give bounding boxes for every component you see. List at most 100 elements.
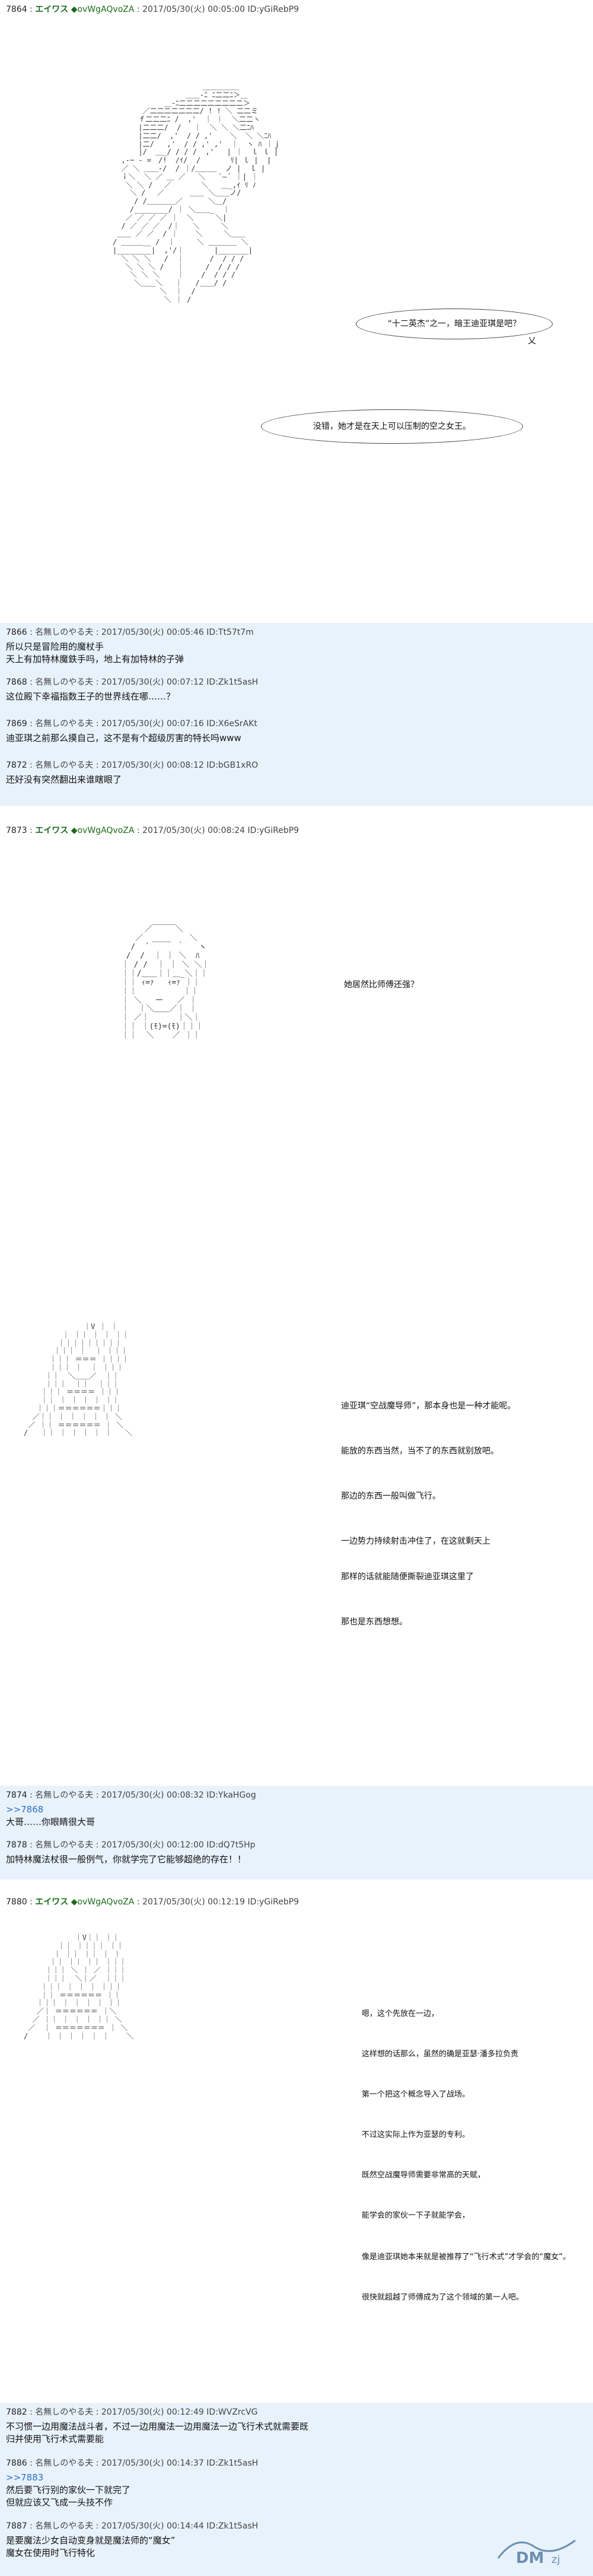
post-id: ID:dQ7t5Hp [206, 1840, 256, 1850]
watermark-sub: zj [551, 2553, 560, 2566]
post-number: 7882 [6, 2408, 27, 2417]
post-line: 天上有加特林魔鉄手吗，地上有加特林的子弹 [6, 654, 184, 664]
post-number: 7878 [6, 1840, 27, 1850]
post-header: 7882 : 名無しのやる夫 : 2017/05/30(火) 00:12:49 … [6, 2408, 258, 2417]
post-date: 2017/05/30(火) 00:05:00 [142, 5, 246, 14]
speech-bubble: 没错，她才是在天上可以压制的空之女王。 [261, 409, 523, 444]
post-line: 迪亚琪之前那么摸自己，这不是有个超级厉害的特长吗www [6, 733, 241, 743]
post-number: 7869 [6, 719, 27, 729]
post-7864: 7864 : エイワス ◆ovWgAQvoZA : 2017/05/30(火) … [0, 4, 593, 15]
quote-link[interactable]: >>7868 [6, 1804, 44, 1815]
post-line: 大哥……你眼睛很大哥 [6, 1817, 95, 1827]
post-id: ID:Zk1t5asH [206, 2459, 259, 2468]
ascii-art-character: ／￣￣￣＼ ／ ____ ＼ / ´ ｀ ヽ / / ｜ ｜ ＼ ﾊ ｜ / /… [121, 925, 210, 1041]
post-number: 7887 [6, 2521, 27, 2531]
post-line: 不习惯一边用魔法战斗者，不过一边用魔法一边用魔法一边飞行术式就需要既 [6, 2421, 309, 2432]
speech-line: 一边势力持续射击冲住了，在这就剩天上 [341, 1537, 490, 1546]
post-header: 7880 : エイワス ◆ovWgAQvoZA : 2017/05/30(火) … [6, 1897, 299, 1907]
speech-text: 没错，她才是在天上可以压制的空之女王。 [313, 422, 471, 431]
post-number: 7872 [6, 761, 27, 770]
poster-name: 名無しのやる夫 [35, 678, 94, 687]
speech-line: 嗯，这个先放在一边， [362, 2009, 439, 2018]
poster-name: 名無しのやる夫 [35, 2521, 94, 2531]
post-id: ID:X6eSrAKt [206, 719, 257, 729]
post-number: 7868 [6, 678, 27, 687]
post-number: 7873 [6, 826, 27, 835]
post-7882: 7882 : 名無しのやる夫 : 2017/05/30(火) 00:12:49 … [0, 2403, 593, 2454]
post-line: 加特林魔法杖很一般例气，你就学完了它能够超绝的存在！！ [6, 1854, 247, 1865]
post-7880: 7880 : エイワス ◆ovWgAQvoZA : 2017/05/30(火) … [0, 1896, 593, 1908]
speech-line: 那样的话就能随便撕裂迪亚琪这里了 [341, 1572, 474, 1582]
post-id: ID:yGiRebP9 [247, 826, 299, 835]
post-body: 加特林魔法杖很一般例气，你就学完了它能够超绝的存在！！ [6, 1853, 587, 1866]
speech-line: 能放的东西当然，当不了的东西就别放吧。 [341, 1446, 499, 1456]
poster-name: 名無しのやる夫 [35, 2408, 94, 2417]
poster-trip: ◆ovWgAQvoZA [71, 1897, 135, 1907]
poster-name: 名無しのやる夫 [35, 628, 94, 637]
poster-name: 名無しのやる夫 [35, 1840, 94, 1850]
post-date: 2017/05/30(火) 00:05:46 [101, 628, 204, 637]
post-line: 魔女在使用时飞行特化 [6, 2548, 95, 2558]
watermark-text: DM [516, 2549, 544, 2567]
post-body: 还好没有突然翻出来谁瞎眼了 [6, 774, 587, 786]
post-date: 2017/05/30(火) 00:08:32 [101, 1791, 204, 1800]
post-line: 然后要飞行别的家伙一下就完了 [6, 2485, 131, 2495]
post-body: 是要魔法少女自动变身就是魔法师的“魔女” 魔女在使用时飞行特化 [6, 2534, 587, 2559]
poster-name: 名無しのやる夫 [35, 761, 94, 770]
poster-name: 名無しのやる夫 [35, 2459, 94, 2468]
post-7878: 7878 : 名無しのやる夫 : 2017/05/30(火) 00:12:00 … [0, 1836, 593, 1879]
speech-line: 不过这实际上作为亚瑟的专利。 [362, 2130, 470, 2139]
post-id: ID:Zk1t5asH [206, 678, 259, 687]
speech-line: 那也是东西想想。 [341, 1617, 407, 1627]
post-7887: 7887 : 名無しのやる夫 : 2017/05/30(火) 00:14:44 … [0, 2517, 593, 2576]
poster-name: 名無しのやる夫 [35, 1791, 94, 1800]
post-number: 7864 [6, 5, 27, 14]
speech-text: “十二英杰”之一，暗王迪亚琪是吧？ [387, 319, 521, 329]
post-id: ID:WVZrcVG [206, 2408, 258, 2417]
post-id: ID:yGiRebP9 [247, 1897, 299, 1907]
post-header: 7868 : 名無しのやる夫 : 2017/05/30(火) 00:07:12 … [6, 678, 259, 687]
post-line: 所以只是冒险用的魔杖手 [6, 641, 104, 652]
post-date: 2017/05/30(火) 00:12:00 [101, 1840, 204, 1850]
post-date: 2017/05/30(火) 00:07:16 [101, 719, 204, 729]
post-header: 7873 : エイワス ◆ovWgAQvoZA : 2017/05/30(火) … [6, 826, 299, 835]
post-id: ID:bGB1xRO [206, 761, 259, 770]
quote-link[interactable]: >>7883 [6, 2472, 44, 2483]
speech-text: 她居然比师傅还强？ [344, 980, 419, 990]
post-header: 7878 : 名無しのやる夫 : 2017/05/30(火) 00:12:00 … [6, 1840, 256, 1850]
post-line: 还好没有突然翻出来谁瞎眼了 [6, 774, 122, 785]
post-body: >>7868 大哥……你眼睛很大哥 [6, 1804, 587, 1828]
speech-line: 既然空战魔导师需要非常高的天赋， [362, 2171, 486, 2180]
post-7869: 7869 : 名無しのやる夫 : 2017/05/30(火) 00:07:16 … [0, 714, 593, 756]
post-id: ID:YkaHGog [206, 1791, 256, 1800]
post-line: 这位殿下幸福指数王子的世界线在哪……？ [6, 691, 176, 702]
post-header: 7864 : エイワス ◆ovWgAQvoZA : 2017/05/30(火) … [6, 5, 299, 14]
post-line: 归并使用飞行术式需要能 [6, 2434, 104, 2444]
post-id: ID:Tt57t7m [206, 628, 254, 637]
speech-line: 很快就超越了师傅成为了这个领域的第一人吧。 [362, 2293, 524, 2302]
post-number: 7874 [6, 1791, 27, 1800]
post-7866: 7866 : 名無しのやる夫 : 2017/05/30(火) 00:05:46 … [0, 623, 593, 673]
post-date: 2017/05/30(火) 00:12:49 [101, 2408, 204, 2417]
post-number: 7886 [6, 2459, 27, 2468]
ascii-art-character: ｜V｜｜ ｜｜ ｜｜ ｜｜｜｜ ｜｜ ｜ ｜｜ ｜｜ ｜ ｜ ｜｜ ｜｜ ｜｜ … [24, 1933, 134, 2040]
post-id: ID:Zk1t5asH [206, 2521, 259, 2531]
post-line: 是要魔法少女自动变身就是魔法师的“魔女” [6, 2535, 176, 2546]
post-number: 7880 [6, 1897, 27, 1907]
post-body: 迪亚琪之前那么摸自己，这不是有个超级厉害的特长吗www [6, 732, 587, 745]
post-header: 7866 : 名無しのやる夫 : 2017/05/30(火) 00:05:46 … [6, 628, 254, 637]
watermark-logo: DM zj [492, 2529, 581, 2570]
speech-line: 这样想的话那么，虽然的确是亚瑟·潘多拉负责 [362, 2050, 519, 2059]
post-header: 7869 : 名無しのやる夫 : 2017/05/30(火) 00:07:16 … [6, 719, 257, 729]
post-date: 2017/05/30(火) 00:08:12 [101, 761, 204, 770]
speech-line: 第一个把这个概念导入了战场。 [362, 2090, 470, 2099]
post-body: 所以只是冒险用的魔杖手天上有加特林魔鉄手吗，地上有加特林的子弹 [6, 641, 587, 666]
post-body: 不习惯一边用魔法战斗者，不过一边用魔法一边用魔法一边飞行术式就需要既归并使用飞行… [6, 2421, 587, 2445]
speech-line: 那边的东西一般叫做飞行。 [341, 1491, 441, 1501]
post-header: 7887 : 名無しのやる夫 : 2017/05/30(火) 00:14:44 … [6, 2521, 259, 2531]
poster-name: 名無しのやる夫 [35, 719, 94, 729]
post-header: 7874 : 名無しのやる夫 : 2017/05/30(火) 00:08:32 … [6, 1791, 256, 1800]
poster-name: エイワス [35, 5, 69, 14]
post-date: 2017/05/30(火) 00:14:37 [101, 2459, 204, 2468]
